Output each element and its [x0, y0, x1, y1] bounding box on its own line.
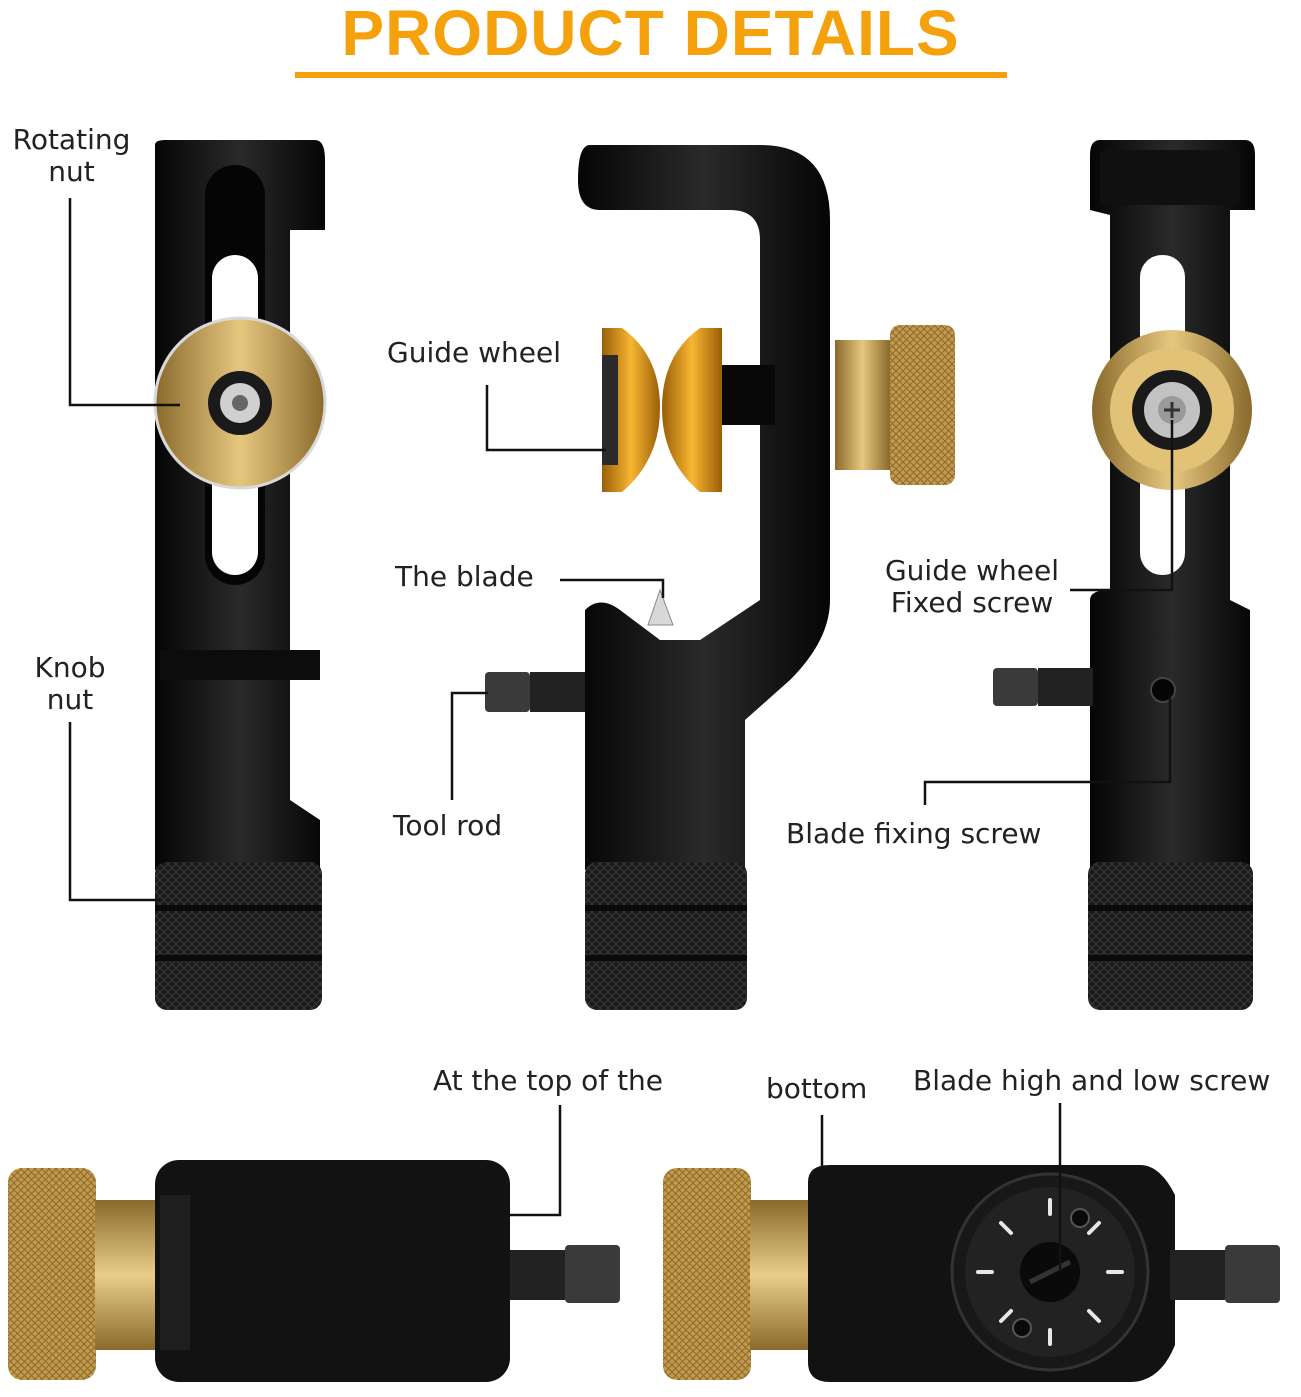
tool-bottom-view — [663, 1165, 1280, 1382]
label-guide-wheel: Guide wheel — [387, 336, 562, 369]
leader-the-blade — [560, 578, 665, 598]
leader-bottom — [820, 1115, 912, 1202]
label-knob-nut: Knob nut — [10, 652, 130, 716]
tool-left-side-view — [153, 140, 327, 1010]
guide-wheel-fixed-screw — [1092, 330, 1252, 490]
leader-lines — [68, 198, 1174, 1272]
tool-right-back-view — [993, 140, 1255, 1010]
leader-blade-fixing-screw — [923, 695, 1172, 805]
leader-rotating-nut — [68, 198, 180, 407]
page-title: PRODUCT DETAILS — [341, 0, 960, 69]
label-rotating-nut: Rotating nut — [4, 124, 139, 188]
label-knob-nut-line2: nut — [46, 683, 94, 716]
label-blade-high-low-screw: Blade high and low screw — [913, 1064, 1271, 1097]
tool-rod — [485, 672, 585, 712]
leader-top-of-the — [432, 1105, 562, 1217]
blade — [647, 588, 674, 626]
label-guide-wheel-fixed-screw-line2: Fixed screw — [890, 586, 1054, 619]
leader-tool-rod — [450, 691, 488, 800]
label-blade-fixing-screw: Blade fixing screw — [786, 817, 1042, 850]
blade-high-low-screw — [950, 1172, 1150, 1372]
guide-wheel — [602, 328, 722, 492]
tool-top-view — [8, 1160, 620, 1382]
label-knob-nut-line1: Knob — [34, 651, 106, 684]
title-underline — [295, 72, 1007, 78]
label-at-the-top: At the top of the — [433, 1064, 664, 1097]
label-rotating-nut-line2: nut — [48, 155, 95, 188]
label-the-blade: The blade — [395, 560, 534, 593]
rotating-nut — [153, 316, 327, 490]
leader-knob-nut — [68, 722, 160, 902]
label-guide-wheel-fixed-screw-line1: Guide wheel — [884, 554, 1059, 587]
label-guide-wheel-fixed-screw: Guide wheel Fixed screw — [872, 555, 1072, 619]
label-tool-rod: Tool rod — [393, 809, 503, 842]
blade-fixing-screw — [1150, 677, 1176, 703]
label-bottom: bottom — [766, 1072, 868, 1105]
label-rotating-nut-line1: Rotating — [12, 123, 131, 156]
leader-guide-wheel-fixed-screw — [1070, 420, 1174, 592]
knob-nut — [155, 862, 322, 1010]
leader-guide-wheel — [485, 385, 606, 452]
tool-center-front-view — [485, 145, 955, 1010]
